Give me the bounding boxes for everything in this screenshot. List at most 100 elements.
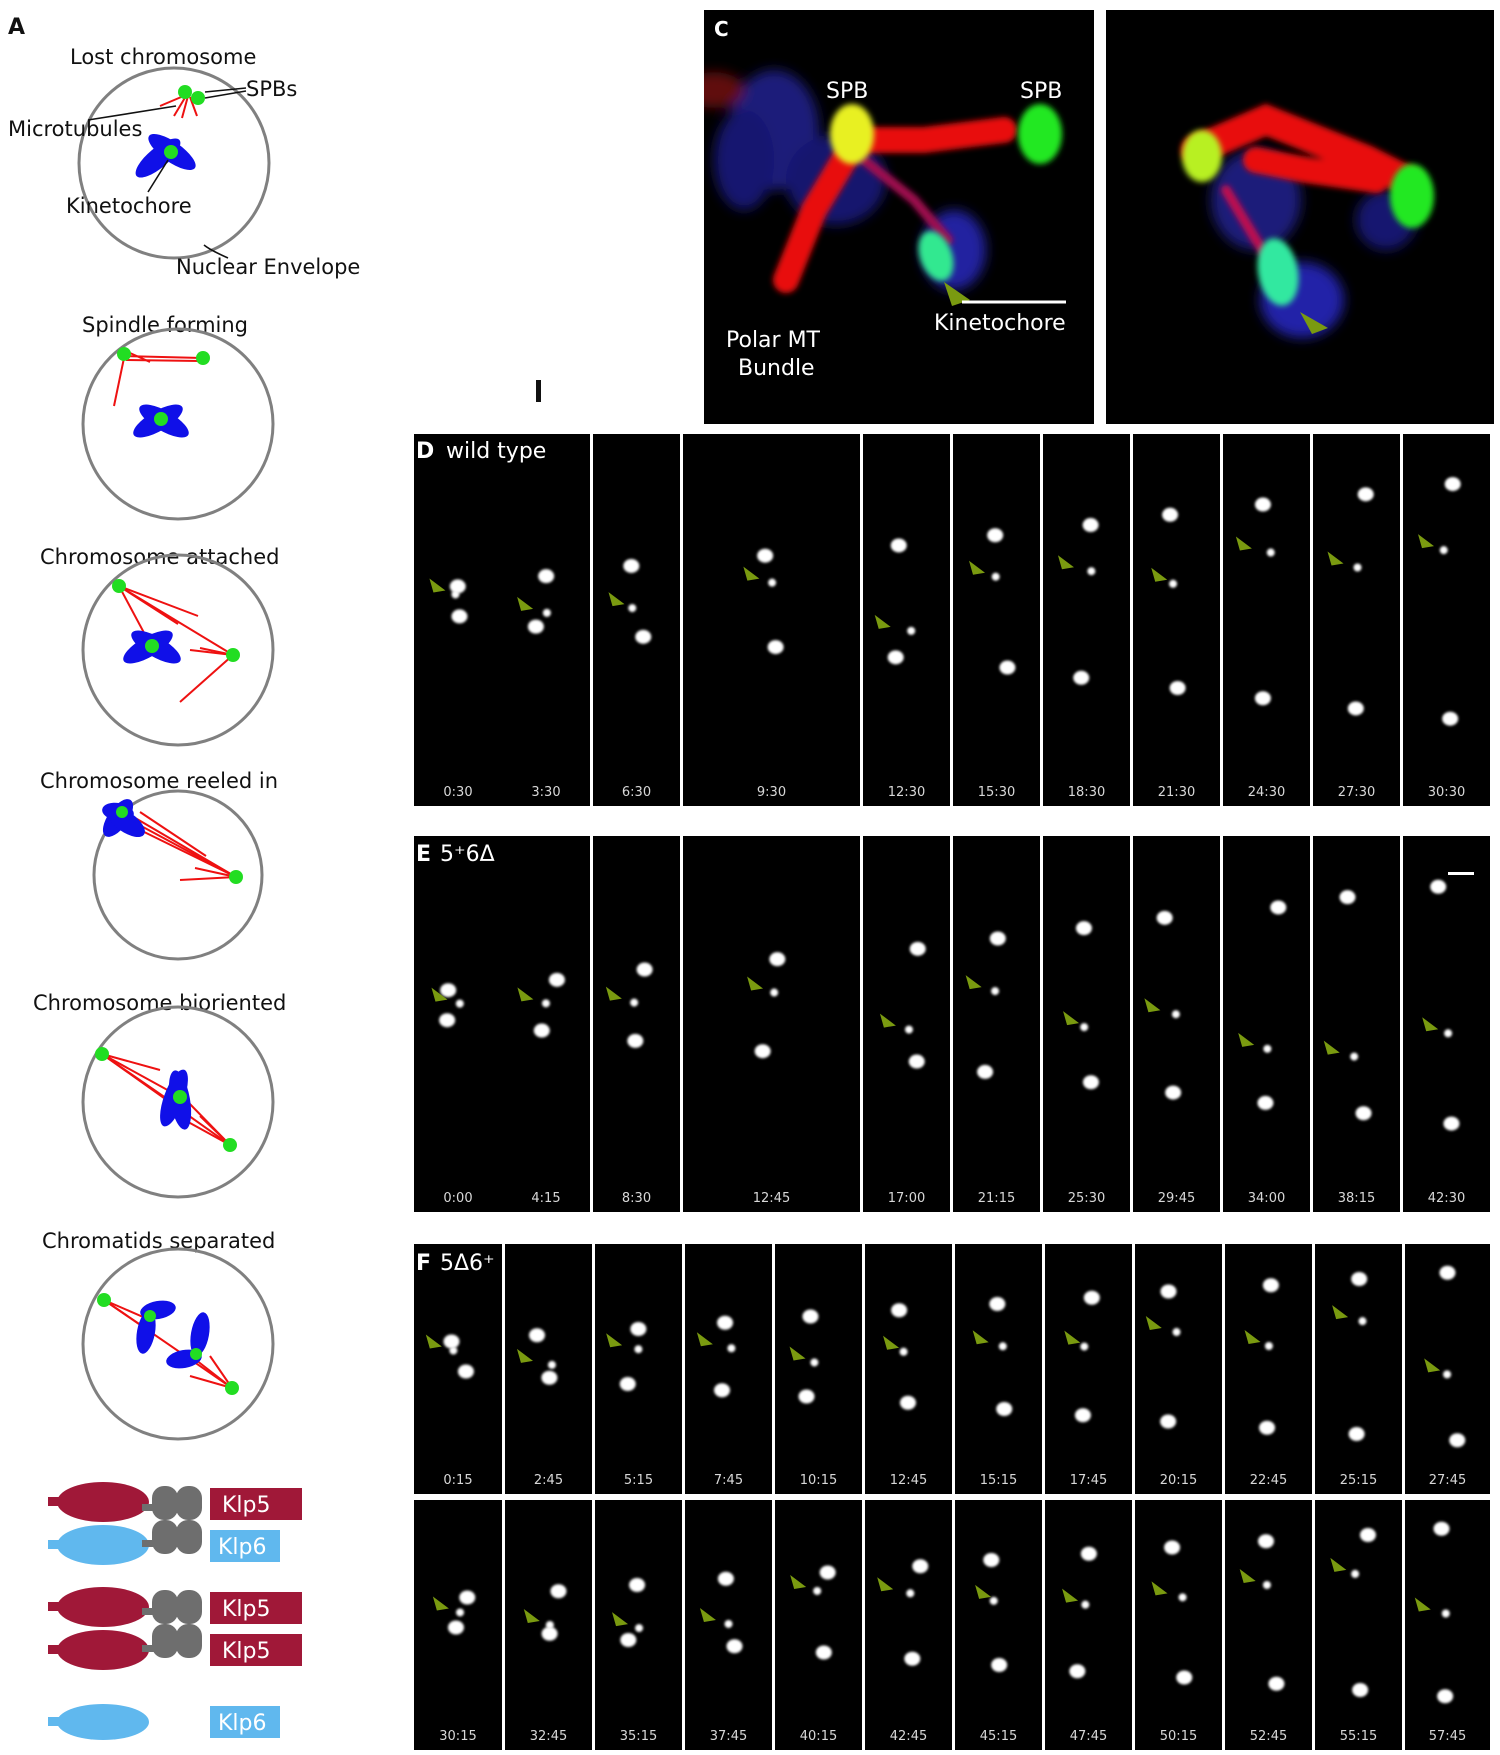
arrowhead-icon [1418,534,1435,549]
fluorescent-spot [630,998,639,1007]
timestamp: 12:45 [890,1473,927,1488]
arrowhead-icon [1239,1569,1256,1584]
timestamp: 17:00 [888,1191,925,1206]
fluorescent-spot [770,988,779,997]
fluorescent-spot [1262,1278,1279,1293]
arrowhead-icon [429,578,446,593]
timestamp: 40:15 [800,1729,837,1744]
label-bundle: Bundle [738,356,815,381]
fluorescent-spot [1164,1540,1181,1555]
fluorescent-spot [1162,507,1179,522]
timestamp: 21:30 [1158,785,1195,800]
timestamp: 34:00 [1248,1191,1285,1206]
fluorescent-spot [890,538,907,553]
fluorescent-spot [1348,1427,1365,1441]
timestamp: 35:15 [620,1729,657,1744]
timestamp: 6:30 [622,785,651,800]
fluorescent-spot [907,626,916,635]
fluorescent-spot [541,1626,558,1641]
fluorescent-spot [449,1346,458,1355]
fluorescent-spot [533,1023,550,1038]
timestamp: 0:30 [443,785,472,800]
fluorescent-spot [1178,1593,1187,1602]
fluorescent-spot [1069,1664,1086,1679]
panel-c-letter: C [714,17,729,41]
timestamp: 2:45 [534,1473,563,1488]
fluorescent-spot [768,578,777,587]
fluorescent-spot [548,972,565,987]
fluorescent-spot [1262,1581,1271,1590]
arrowhead-icon [1064,1330,1081,1345]
fluorescent-spot [440,983,457,998]
fluorescent-spot [1075,921,1092,936]
scale-mark [536,380,541,402]
fluorescent-spot [1156,910,1173,925]
fluorescent-spot [1080,1342,1089,1351]
fluorescent-spot [1441,1609,1450,1618]
arrowhead-icon [1063,1011,1080,1026]
fluorescent-spot [542,608,551,617]
fluorescent-spot [447,1620,464,1635]
arrowhead-icon [1330,1557,1347,1572]
fluorescent-spot [802,1309,819,1324]
fluorescent-spot [1350,1052,1359,1061]
arrowhead-icon [1327,551,1344,566]
timestamp: 22:45 [1250,1473,1287,1488]
fluorescent-spot [754,1044,771,1059]
fluorescent-spot [1355,1106,1372,1121]
fluorescent-spot [991,987,1000,996]
fluorescent-spot [627,1033,644,1048]
fluorescent-spot [1171,1010,1180,1019]
arrowhead-icon [516,1348,533,1363]
fluorescent-spot [451,609,468,624]
fluorescent-spot [989,1297,1006,1311]
arrowhead-icon [1422,1017,1439,1032]
fluorescent-spot [996,1402,1013,1416]
fluorescent-spot [1254,497,1271,512]
arrowhead-icon [747,976,764,991]
fluorescent-spot [887,650,904,665]
arrowhead-icon [874,614,891,629]
stage-label: Chromosome reeled in [40,769,278,793]
fluorescent-spot [904,1651,921,1666]
motor-label-klp6: Klp6 [218,1711,267,1736]
fluorescent-spot [1169,681,1186,696]
fluorescent-spot [1263,1044,1272,1053]
fluorescent-spot [1160,1284,1177,1299]
fluorescent-spot [909,941,926,956]
timestamp: 12:30 [888,785,925,800]
fluorescent-spot [1264,1342,1273,1351]
arrowhead-icon [877,1577,894,1592]
fluorescent-spot [819,1565,836,1580]
fluorescent-spot [1443,1116,1460,1131]
timestamp: 17:45 [1070,1473,1107,1488]
fluorescent-spot [541,999,550,1008]
fluorescent-spot [439,1013,456,1028]
label-lost-chromosome: Lost chromosome [70,45,256,69]
label-kinetochore: Kinetochore [934,311,1066,336]
fluorescent-spot [541,1370,558,1385]
fluorescent-spot [1351,1272,1368,1286]
timestamp: 0:00 [443,1191,472,1206]
fluorescent-spot [724,1619,733,1628]
timestamp: 45:15 [980,1729,1017,1744]
panel-d-letter: D [416,439,434,464]
fluorescent-spot [529,1328,546,1343]
fluorescent-spot [726,1639,743,1654]
stage-chromosome-bioriented: Chromosome bioriented [33,991,286,1199]
arrowhead-icon [605,986,622,1001]
timestamp: 52:45 [1250,1729,1287,1744]
fluorescent-spot [619,1377,636,1391]
fluorescent-spot [899,1347,908,1356]
label-microtubules: Microtubules [8,117,142,141]
fluorescent-spot [1259,1420,1276,1435]
arrowhead-icon [523,1608,540,1623]
timestamp: 15:15 [980,1473,1017,1488]
fluorescent-spot [451,590,460,599]
timestamp: 30:30 [1428,785,1465,800]
timestamp: 8:30 [622,1191,651,1206]
fluorescent-spot [1080,1546,1097,1561]
fluorescent-spot [813,1586,822,1595]
